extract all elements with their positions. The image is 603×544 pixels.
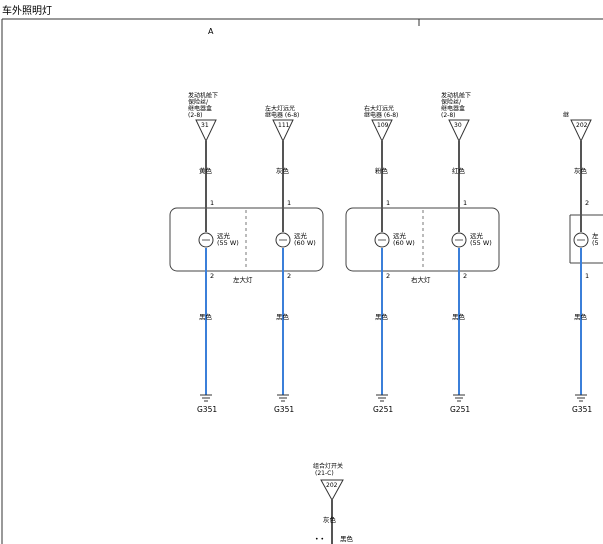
- ground-label-3: G251: [450, 405, 470, 414]
- ground-label-0: G351: [197, 405, 217, 414]
- source-label-line-4-0: 继: [563, 111, 569, 119]
- terminal-top-1: 1: [287, 199, 291, 207]
- source-label-line-3-1: 保险丝/: [441, 98, 462, 106]
- lamp-rating-3: (55 W): [470, 239, 492, 247]
- wire-color-top-3: 红色: [452, 166, 466, 175]
- lamp-rating-2: (60 W): [393, 239, 415, 247]
- connector-pin-1: 111: [278, 122, 290, 129]
- right-headlamp-housing: [345, 207, 500, 272]
- wire-color-bottom-1: 黑色: [276, 312, 290, 321]
- lamp-label-0: 远光: [217, 231, 231, 240]
- wire-color-bottom-2: 黑色: [375, 312, 389, 321]
- terminal-bottom-2: 2: [386, 272, 390, 280]
- terminal-bottom-1: 2: [287, 272, 291, 280]
- lamp-label-3: 远光: [470, 231, 484, 240]
- source-label-line-2-0: 右大灯远光: [364, 105, 394, 113]
- connector-pin-3: 30: [454, 122, 462, 129]
- wire-color-bottom-0: 黑色: [199, 312, 213, 321]
- bottom-circuit: 组合灯开关 (21-C) 202 灰色 黑色 • •: [313, 462, 354, 544]
- source-label-line-0-1: 保险丝/: [188, 98, 209, 106]
- lamp-rating-1: (60 W): [294, 239, 316, 247]
- source-label-line-3-0: 发动机舱下: [441, 92, 471, 100]
- lamp-rating-4: (5: [592, 239, 599, 247]
- connector-triangle-1: [272, 119, 294, 143]
- bottom-source-line-1: 组合灯开关: [313, 462, 343, 470]
- connector-triangle-2: [371, 119, 393, 143]
- bottom-extra-mark: • •: [315, 536, 324, 543]
- lamp-rating-0: (55 W): [217, 239, 239, 247]
- ground-label-4: G351: [572, 405, 592, 414]
- bottom-source-line-2: (21-C): [315, 470, 334, 477]
- assembly-label-left: 左大灯: [233, 275, 253, 284]
- connector-pin-4: 202: [576, 122, 588, 129]
- terminal-bottom-3: 2: [463, 272, 467, 280]
- bottom-wire-color: 灰色: [323, 515, 337, 524]
- lamp-label-1: 远光: [294, 231, 308, 240]
- terminal-top-3: 1: [463, 199, 467, 207]
- wire-color-top-1: 灰色: [276, 166, 290, 175]
- wire-color-top-4: 灰色: [574, 166, 588, 175]
- wire-color-bottom-4: 黑色: [574, 312, 588, 321]
- bottom-extra-label: 黑色: [340, 534, 354, 543]
- lamp-label-2: 远光: [393, 231, 407, 240]
- terminal-top-4: 2: [585, 199, 589, 207]
- connector-pin-0: 31: [201, 122, 209, 129]
- wire-color-top-0: 黄色: [199, 166, 213, 175]
- terminal-top-2: 1: [386, 199, 390, 207]
- wire-color-top-2: 粉色: [375, 166, 389, 175]
- source-label-line-0-0: 发动机舱下: [188, 92, 218, 100]
- connector-triangle-3: [448, 119, 470, 143]
- bottom-connector-triangle: [320, 479, 344, 502]
- source-label-line-1-0: 左大灯远光: [265, 105, 295, 113]
- left-headlamp-housing: [169, 207, 324, 272]
- terminal-top-0: 1: [210, 199, 214, 207]
- source-label-line-3-2: 继电器盒: [441, 105, 465, 113]
- connector-pin-2: 109: [377, 122, 389, 129]
- assembly-label-right: 右大灯: [411, 275, 431, 284]
- terminal-bottom-0: 2: [210, 272, 214, 280]
- source-label-line-1-1: 继电器 (6-8): [265, 111, 299, 119]
- source-label-line-0-3: (2-8): [188, 112, 202, 119]
- bottom-connector-pin: 202: [326, 482, 338, 489]
- connector-triangle-0: [195, 119, 217, 143]
- ground-label-2: G251: [373, 405, 393, 414]
- lamp-label-4: 左: [592, 231, 599, 240]
- source-label-line-2-1: 继电器 (6-8): [364, 111, 398, 119]
- page-title: 车外照明灯: [2, 6, 52, 17]
- terminal-bottom-4: 1: [585, 272, 589, 280]
- ground-label-1: G351: [274, 405, 294, 414]
- source-label-line-0-2: 继电器盒: [188, 105, 212, 113]
- column-label: A: [208, 27, 214, 36]
- source-label-line-3-3: (2-8): [441, 112, 455, 119]
- connector-triangle-4: [570, 119, 592, 143]
- wire-color-bottom-3: 黑色: [452, 312, 466, 321]
